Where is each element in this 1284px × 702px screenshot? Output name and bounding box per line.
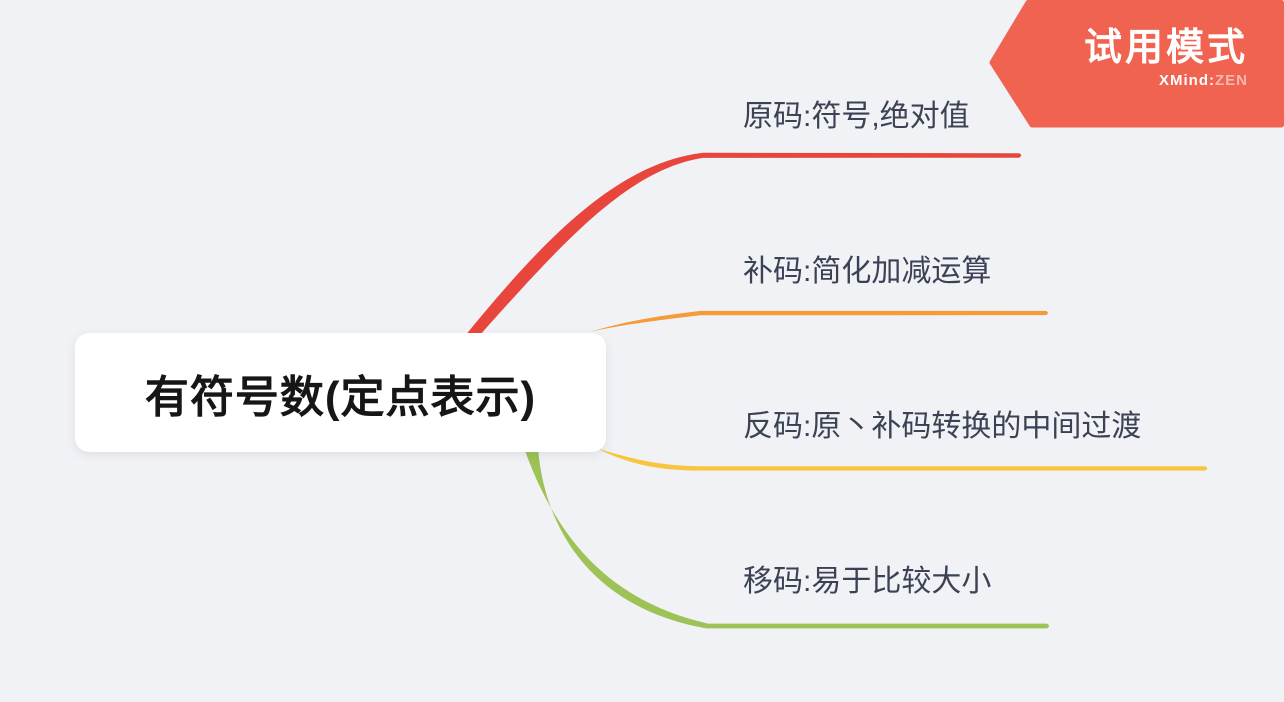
brand-separator: : (1209, 72, 1215, 89)
branch-edge-yuanma (460, 152, 1022, 345)
trial-banner-shape (989, 0, 1284, 128)
trial-banner-flag[interactable] (984, 0, 1284, 130)
branch-topic-fanma[interactable]: 反码:原丶补码转换的中间过渡 (743, 410, 1142, 443)
branch-topic-buma[interactable]: 补码:简化加减运算 (743, 255, 992, 288)
brand-zen: ZEN (1215, 72, 1248, 89)
branch-edge-fanma (596, 448, 1208, 471)
xmind-zen-logo: XMind:ZEN (1084, 72, 1248, 90)
root-topic[interactable]: 有符号数(定点表示) (75, 333, 606, 452)
branch-edge-buma (591, 310, 1048, 332)
trial-mode-title: 试用模式 (1083, 27, 1248, 69)
branch-edge-yima (524, 448, 1049, 629)
branch-topic-yuanma[interactable]: 原码:符号,绝对值 (743, 100, 970, 133)
root-topic-label: 有符号数(定点表示) (144, 372, 537, 422)
brand-xmind: XMind (1159, 72, 1209, 89)
branch-topic-yima[interactable]: 移码:易于比较大小 (743, 565, 992, 598)
trial-banner-text[interactable]: 试用模式 XMind:ZEN (1084, 26, 1248, 90)
